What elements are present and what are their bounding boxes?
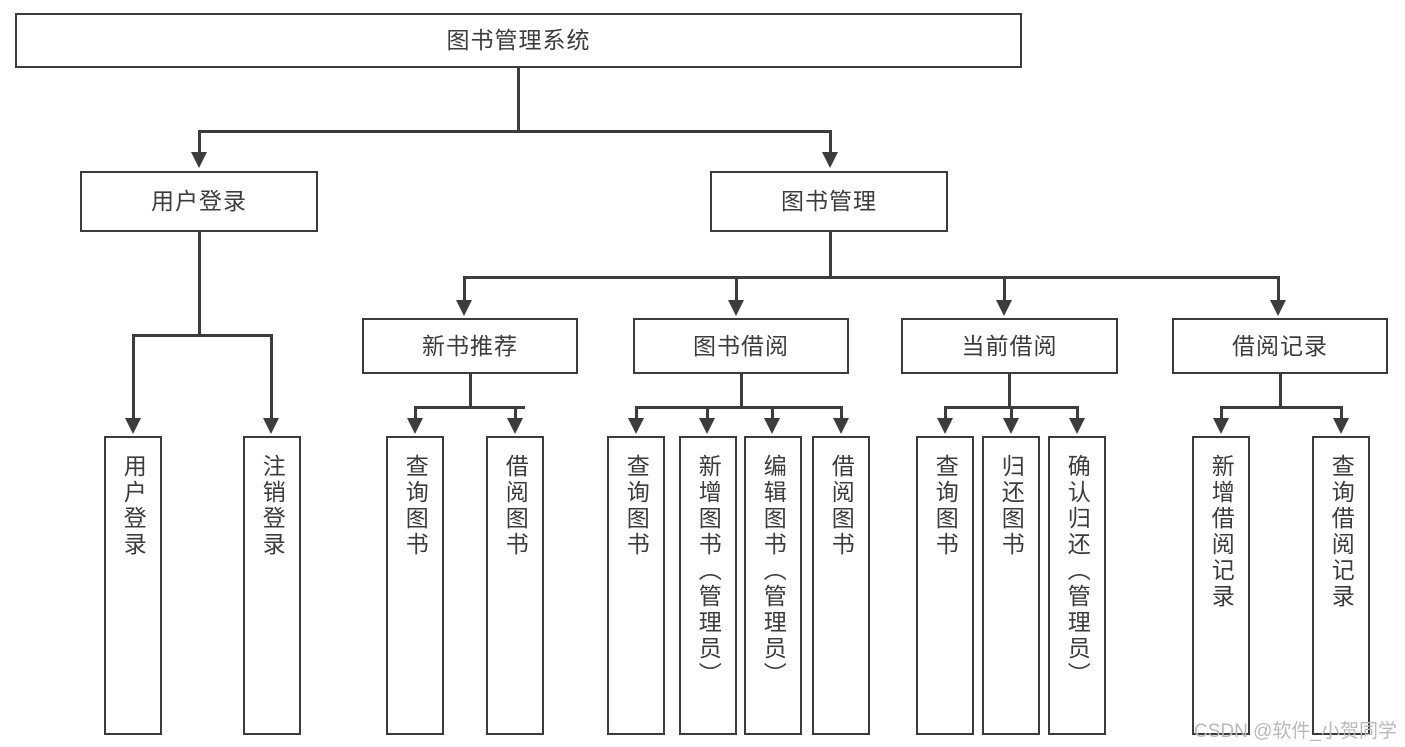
connector-borrow-record-stem [1279, 374, 1282, 408]
arrow-current-borrow-to-leaf-3 [1069, 418, 1085, 434]
node-leaf-add-book-label: 新增图书（管理员） [695, 454, 722, 688]
node-leaf-edit-book[interactable]: 编辑图书（管理员） [744, 436, 802, 735]
node-leaf-edit-book-label: 编辑图书（管理员） [760, 454, 787, 688]
node-leaf-query-book-1-label: 查询图书 [402, 454, 429, 558]
node-borrow-record[interactable]: 借阅记录 [1172, 318, 1388, 374]
arrow-book-manage-to-new-book [456, 300, 472, 316]
node-leaf-borrow-book-1[interactable]: 借阅图书 [486, 436, 544, 735]
arrow-user-login-to-leaf-1 [125, 418, 141, 434]
connector-book-borrow-stem [740, 374, 743, 408]
node-leaf-return-book[interactable]: 归还图书 [982, 436, 1040, 735]
arrow-book-manage-to-borrow-record [1270, 300, 1286, 316]
node-book-borrow-label: 图书借阅 [693, 332, 789, 359]
node-new-book-recommend-label: 新书推荐 [422, 332, 518, 359]
connector-borrow-record-to-leaf-2 [1340, 406, 1343, 420]
connector-user-login-to-leaf-1 [132, 334, 135, 420]
arrow-current-borrow-to-leaf-2 [1003, 418, 1019, 434]
connector-current-borrow-to-leaf-1 [944, 406, 947, 420]
node-leaf-confirm-return[interactable]: 确认归还（管理员） [1048, 436, 1106, 735]
node-book-manage[interactable]: 图书管理 [710, 171, 948, 232]
connector-book-manage-stem [829, 232, 832, 278]
connector-book-manage-to-book-borrow [735, 276, 738, 302]
arrow-root-to-book-manage [822, 152, 838, 168]
connector-book-borrow-to-leaf-3 [771, 406, 774, 420]
arrow-current-borrow-to-leaf-1 [937, 418, 953, 434]
node-leaf-query-book-2[interactable]: 查询图书 [607, 436, 665, 735]
node-user-login[interactable]: 用户登录 [80, 171, 318, 232]
node-leaf-query-book-1[interactable]: 查询图书 [386, 436, 444, 735]
connector-root-to-book-manage [829, 130, 832, 154]
arrow-new-book-to-leaf-1 [407, 418, 423, 434]
node-leaf-confirm-return-label: 确认归还（管理员） [1064, 454, 1091, 688]
arrow-book-borrow-to-leaf-3 [764, 418, 780, 434]
csdn-watermark: CSDN @软件_小贺同学 [1194, 721, 1397, 742]
arrow-borrow-record-to-leaf-1 [1213, 418, 1229, 434]
node-leaf-add-borrow-record-label: 新增借阅记录 [1208, 454, 1235, 610]
connector-book-borrow-to-leaf-2 [706, 406, 709, 420]
node-leaf-query-book-3[interactable]: 查询图书 [916, 436, 974, 735]
node-borrow-record-label: 借阅记录 [1232, 332, 1328, 359]
connector-current-borrow-to-leaf-3 [1076, 406, 1079, 420]
arrow-root-to-user-login [191, 152, 207, 168]
node-root-system[interactable]: 图书管理系统 [15, 13, 1022, 68]
node-book-borrow[interactable]: 图书借阅 [633, 318, 849, 374]
connector-user-login-to-leaf-2 [270, 334, 273, 420]
connector-new-book-stem [469, 374, 472, 408]
connector-book-borrow-to-leaf-4 [840, 406, 843, 420]
node-current-borrow-label: 当前借阅 [961, 332, 1058, 359]
connector-new-book-bus [414, 406, 525, 409]
connector-user-login-bus [132, 334, 271, 337]
connector-root-bus [198, 130, 831, 133]
connector-root-to-user-login [198, 130, 201, 154]
node-root-label: 图书管理系统 [446, 27, 591, 54]
node-leaf-return-book-label: 归还图书 [998, 454, 1025, 558]
connector-new-book-to-leaf-1 [414, 406, 417, 420]
connector-book-manage-to-current-borrow [1003, 276, 1006, 302]
node-leaf-borrow-book-1-label: 借阅图书 [502, 454, 529, 558]
arrow-book-borrow-to-leaf-1 [628, 418, 644, 434]
node-leaf-user-logout[interactable]: 注销登录 [243, 436, 301, 735]
connector-book-manage-to-borrow-record [1277, 276, 1280, 302]
node-leaf-user-login-label: 用户登录 [120, 454, 147, 558]
node-book-manage-label: 图书管理 [781, 188, 877, 215]
node-leaf-query-borrow-record[interactable]: 查询借阅记录 [1312, 436, 1370, 735]
node-leaf-query-book-2-label: 查询图书 [623, 454, 650, 558]
node-user-login-label: 用户登录 [151, 188, 247, 215]
node-current-borrow[interactable]: 当前借阅 [901, 318, 1118, 374]
connector-borrow-record-bus [1220, 406, 1341, 409]
connector-root-stem [517, 68, 520, 132]
connector-book-manage-bus [463, 276, 1279, 279]
node-leaf-add-borrow-record[interactable]: 新增借阅记录 [1192, 436, 1250, 735]
connector-new-book-to-leaf-2 [514, 406, 517, 420]
connector-book-borrow-bus [635, 406, 843, 409]
connector-current-borrow-stem [1008, 374, 1011, 408]
arrow-book-manage-to-book-borrow [728, 300, 744, 316]
connector-user-login-stem [198, 232, 201, 336]
arrow-user-login-to-leaf-2 [263, 418, 279, 434]
node-leaf-query-borrow-record-label: 查询借阅记录 [1328, 454, 1355, 610]
node-leaf-user-logout-label: 注销登录 [259, 454, 286, 558]
connector-book-manage-to-new-book [463, 276, 466, 302]
node-new-book-recommend[interactable]: 新书推荐 [362, 318, 578, 374]
node-leaf-query-book-3-label: 查询图书 [932, 454, 959, 558]
node-leaf-add-book[interactable]: 新增图书（管理员） [679, 436, 737, 735]
arrow-borrow-record-to-leaf-2 [1333, 418, 1349, 434]
connector-current-borrow-to-leaf-2 [1010, 406, 1013, 420]
arrow-book-manage-to-current-borrow [996, 300, 1012, 316]
connector-borrow-record-to-leaf-1 [1220, 406, 1223, 420]
arrow-book-borrow-to-leaf-2 [699, 418, 715, 434]
connector-book-borrow-to-leaf-1 [635, 406, 638, 420]
arrow-new-book-to-leaf-2 [507, 418, 523, 434]
node-leaf-borrow-book-2-label: 借阅图书 [828, 454, 855, 558]
arrow-book-borrow-to-leaf-4 [833, 418, 849, 434]
node-leaf-borrow-book-2[interactable]: 借阅图书 [812, 436, 870, 735]
node-leaf-user-login[interactable]: 用户登录 [104, 436, 162, 735]
